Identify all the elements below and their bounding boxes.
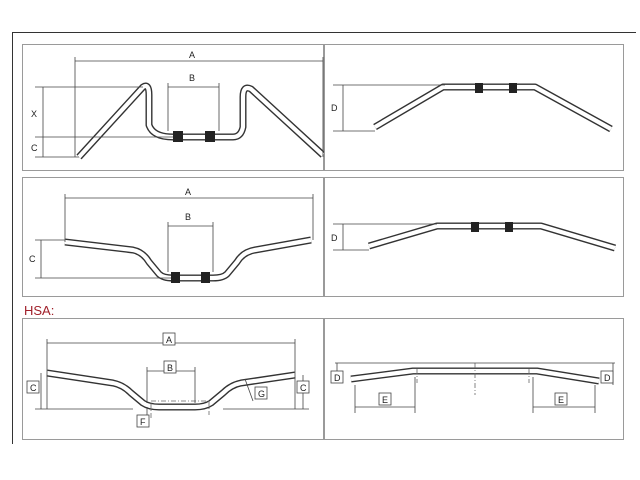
dim-label-d-right: D xyxy=(604,373,611,383)
dim-label-b: B xyxy=(167,363,173,373)
lowrise-front-diagram: A B C xyxy=(29,187,314,283)
dim-label-a: A xyxy=(166,335,172,345)
dim-label-g: G xyxy=(258,389,265,399)
dim-label-f: F xyxy=(140,417,146,427)
dim-label-e-left: E xyxy=(382,395,388,405)
left-rule xyxy=(12,32,13,444)
highrise-side-diagram: D xyxy=(331,83,613,133)
panel-lowrise-front: A B C xyxy=(22,177,324,297)
highrise-front-diagram: A B X C xyxy=(31,50,326,160)
hsa-side-diagram: D D E E xyxy=(330,362,615,413)
panel-hsa-side: D D E E xyxy=(324,318,624,440)
dim-label-b: B xyxy=(189,73,195,83)
dim-label-b: B xyxy=(185,212,191,222)
dim-label-c-right: C xyxy=(300,383,307,393)
dim-label-d: D xyxy=(331,233,338,243)
hsa-front-diagram: A B C C F G xyxy=(26,332,310,428)
dim-label-c: C xyxy=(31,143,38,153)
dim-label-a: A xyxy=(185,187,191,197)
top-rule xyxy=(12,32,636,33)
dim-label-e-right: E xyxy=(558,395,564,405)
dim-label-a: A xyxy=(189,50,195,60)
dim-label-d: D xyxy=(331,103,338,113)
panel-hsa-front: A B C C F G xyxy=(22,318,324,440)
lowrise-side-diagram: D xyxy=(331,222,616,252)
panel-highrise-side: D xyxy=(324,44,624,171)
section-label-hsa: HSA: xyxy=(24,303,55,318)
dim-label-c: C xyxy=(29,254,36,264)
panel-lowrise-side: D xyxy=(324,177,624,297)
dim-label-c-left: C xyxy=(30,383,37,393)
dim-label-x: X xyxy=(31,109,37,119)
panel-highrise-front: A B X C xyxy=(22,44,326,171)
dim-label-d-left: D xyxy=(334,373,341,383)
